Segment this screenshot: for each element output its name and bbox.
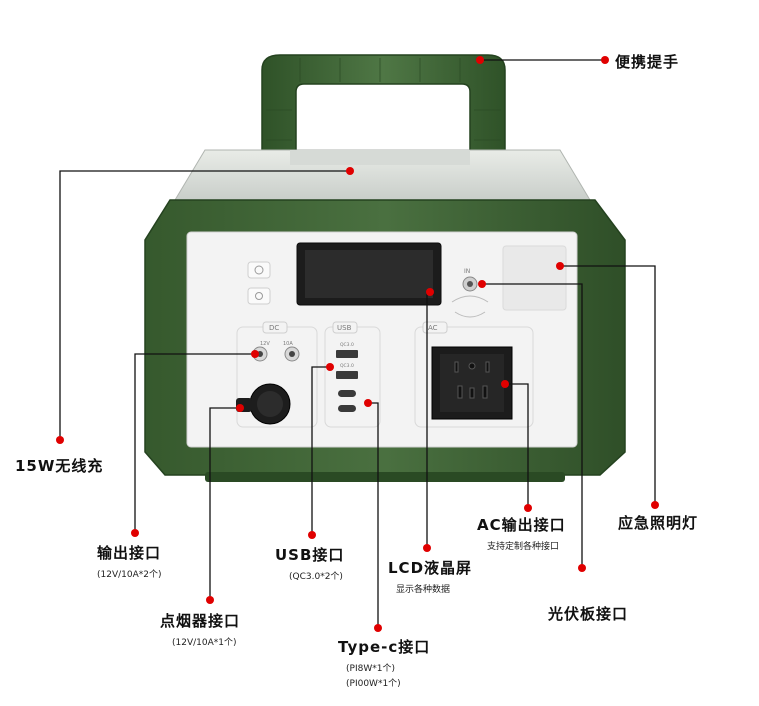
dc-output-title: 输出接口 [97,544,162,562]
svg-text:12V: 12V [260,341,270,347]
label-dc-output: 输出接口 (12V/10A*2个) [97,542,162,580]
lcd-screen [296,242,442,306]
emergency-light [502,245,567,311]
label-emergency-light: 应急照明灯 [618,514,699,532]
cigarette-sub: (12V/10A*1个) [172,638,237,648]
svg-text:AC: AC [428,324,438,332]
lcd-title: LCD液晶屏 [388,559,473,577]
svg-text:IN: IN [464,268,470,275]
svg-text:USB: USB [337,324,352,332]
usb-sub: (QC3.0*2个) [289,572,343,582]
svg-text:10A: 10A [283,341,293,347]
callout-lines [59,59,656,628]
usb-title: USB接口 [275,546,345,564]
label-solar-port: 光伏板接口 [548,605,629,623]
typec-sub1: (PI8W*1个) [346,664,395,674]
solar-input-port: IN [451,268,489,318]
label-cigarette-lighter: 点烟器接口 (12V/10A*1个) [160,610,240,648]
dc-section: DC 12V 10A [236,321,318,428]
svg-text:QC3.0: QC3.0 [340,342,354,348]
ac-output-title: AC输出接口 [477,516,566,534]
label-handle: 便携提手 [615,53,680,71]
label-typec: Type-c接口 (PI8W*1个) (PI00W*1个) [338,636,430,689]
ac-output-sub: 支持定制各种接口 [487,542,560,552]
dc-output-sub: (12V/10A*2个) [97,570,162,580]
usb-section: USB QC3.0 QC3.0 [324,321,381,428]
typec-sub2: (PI00W*1个) [346,679,401,689]
typec-title: Type-c接口 [338,638,431,656]
label-usb: USB接口 (QC3.0*2个) [275,544,344,582]
lcd-sub: 显示各种数据 [396,585,451,595]
svg-text:QC3.0: QC3.0 [340,363,354,369]
label-ac-output: AC输出接口 支持定制各种接口 [477,514,566,552]
callout-dots [56,56,659,632]
cigarette-title: 点烟器接口 [160,612,241,630]
svg-text:DC: DC [269,324,279,332]
label-wireless-charger: 15W无线充 [15,457,104,475]
panel-buttons [247,261,271,305]
label-lcd: LCD液晶屏 显示各种数据 [388,557,472,595]
ac-section: AC [414,321,534,428]
